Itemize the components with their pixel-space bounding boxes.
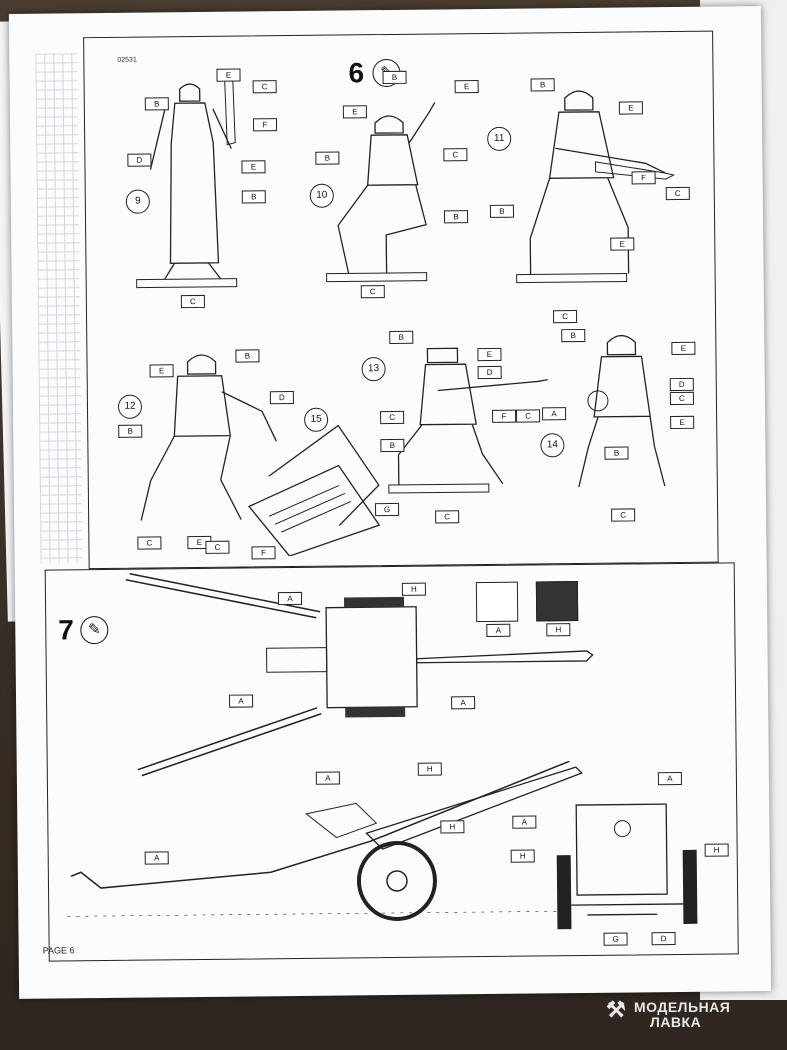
paint-tag: H (510, 849, 535, 863)
paint-tag: A (144, 851, 169, 865)
figure-number: 13 (361, 357, 386, 382)
gun-rear-view-drawing (556, 803, 698, 930)
paint-tag: C (435, 510, 460, 524)
paint-tag: A (315, 771, 340, 785)
paint-tag: A (657, 771, 682, 786)
paint-tag: E (216, 68, 241, 82)
gun-top-view-drawing (125, 572, 594, 777)
paint-tag: B (118, 424, 143, 438)
paint-tag: D (269, 391, 294, 405)
gun-side-view-drawing (67, 760, 584, 921)
soldier-9-drawing (136, 71, 238, 289)
paint-tag: B (604, 446, 629, 460)
rocket-case-drawing (247, 424, 381, 557)
paint-tag: A (542, 407, 567, 421)
paint-tag: B (489, 204, 515, 218)
paint-tag: E (671, 341, 696, 356)
step-number: 7 (58, 614, 75, 646)
figure-number: 14 (540, 433, 565, 458)
paint-tag: B (315, 151, 340, 165)
soldier-12-drawing (140, 354, 277, 521)
figure-number: 11 (487, 126, 512, 151)
figure-number: 15 (304, 407, 329, 432)
paint-tag: C (137, 536, 162, 550)
paint-tag: A (512, 815, 537, 829)
paint-tag: B (389, 330, 414, 344)
paint-tag: D (651, 932, 676, 946)
paint-tag: E (477, 347, 502, 362)
figure-number: 10 (309, 183, 334, 208)
paint-tag: E (454, 80, 479, 94)
paint-tag: B (382, 70, 407, 85)
paint-tag: B (530, 78, 555, 92)
wrench-icon: ⚒ (606, 997, 627, 1022)
paint-tag: C (252, 80, 277, 94)
paint-tag: B (443, 210, 469, 224)
paint-tag: B (561, 328, 586, 343)
paint-tag: F (252, 118, 278, 132)
figure-number: 12 (117, 394, 143, 419)
figure-10: 10 B E E B C B C (305, 70, 479, 306)
step-7-panel: 7 ✎ A H H A A A H (44, 562, 739, 962)
paint-tag: E (610, 237, 635, 251)
paint-tag: B (235, 349, 260, 363)
paint-tag: C (611, 508, 636, 522)
paint-tag: F (251, 546, 276, 560)
paint-tag: C (180, 294, 205, 309)
figure-number: 9 (125, 189, 150, 214)
paint-tag: B (144, 97, 169, 111)
figure-11: 11 B E F C B E C (487, 77, 697, 324)
watermark-line-1: МОДЕЛЬНАЯ (634, 999, 731, 1015)
paint-tag: H (401, 582, 426, 596)
figure-9: 9 E C B F D E B C (124, 68, 278, 309)
paint-tag: A (451, 696, 476, 710)
paint-tag: C (516, 409, 541, 423)
paint-tag: E (670, 415, 695, 430)
figure-14: 14 B E D C A E B C (540, 327, 729, 529)
paint-tag: H (704, 843, 729, 857)
step-6-panel: 6 ✎ 9 E C B F D E B C 10 B (83, 30, 719, 570)
grid-strip (35, 53, 83, 564)
paint-tag: D (669, 377, 694, 392)
figure-12: 12 B E D B C E (117, 349, 294, 553)
paint-tag: G (375, 502, 400, 517)
paint-tag: C (665, 186, 690, 201)
gun-rear-view: A A H H G D (506, 763, 738, 951)
paint-tag: B (241, 190, 266, 204)
soldier-13-drawing (388, 347, 550, 494)
paint-tag: D (127, 153, 152, 167)
paint-tag: E (149, 364, 174, 378)
paint-tag: C (205, 540, 230, 554)
paint-brush-icon: ✎ (80, 615, 109, 645)
page-label: PAGE 6 (42, 945, 75, 956)
paint-tag: E (342, 105, 367, 119)
soldier-10-drawing (326, 102, 436, 283)
paint-tag: E (241, 160, 266, 174)
paint-tag: F (631, 171, 656, 185)
instruction-page: 02531 6 ✎ 9 E C B F D E B C (8, 6, 772, 999)
paint-tag: A (277, 591, 303, 606)
step-number: 6 (348, 57, 365, 89)
paint-tag: H (440, 820, 465, 834)
gun-side-view: A H A (66, 760, 588, 956)
paint-tag: C (360, 285, 385, 299)
paint-tag: C (443, 148, 468, 162)
soldier-14-drawing (578, 334, 666, 488)
paint-tag: C (552, 310, 578, 324)
paint-tag: D (477, 365, 502, 380)
paint-tag: C (669, 391, 694, 406)
paint-tag: E (618, 101, 643, 115)
watermark-line-2: ЛАВКА (650, 1014, 702, 1030)
item-15-case: 15 G C F (205, 405, 400, 560)
paint-tag: G (603, 932, 628, 946)
paint-tag: F (492, 409, 517, 423)
paint-tag: A (229, 694, 254, 708)
gun-top-view: H A A A H (116, 565, 598, 780)
figure-13: 13 B E D C F C B C (361, 330, 550, 545)
